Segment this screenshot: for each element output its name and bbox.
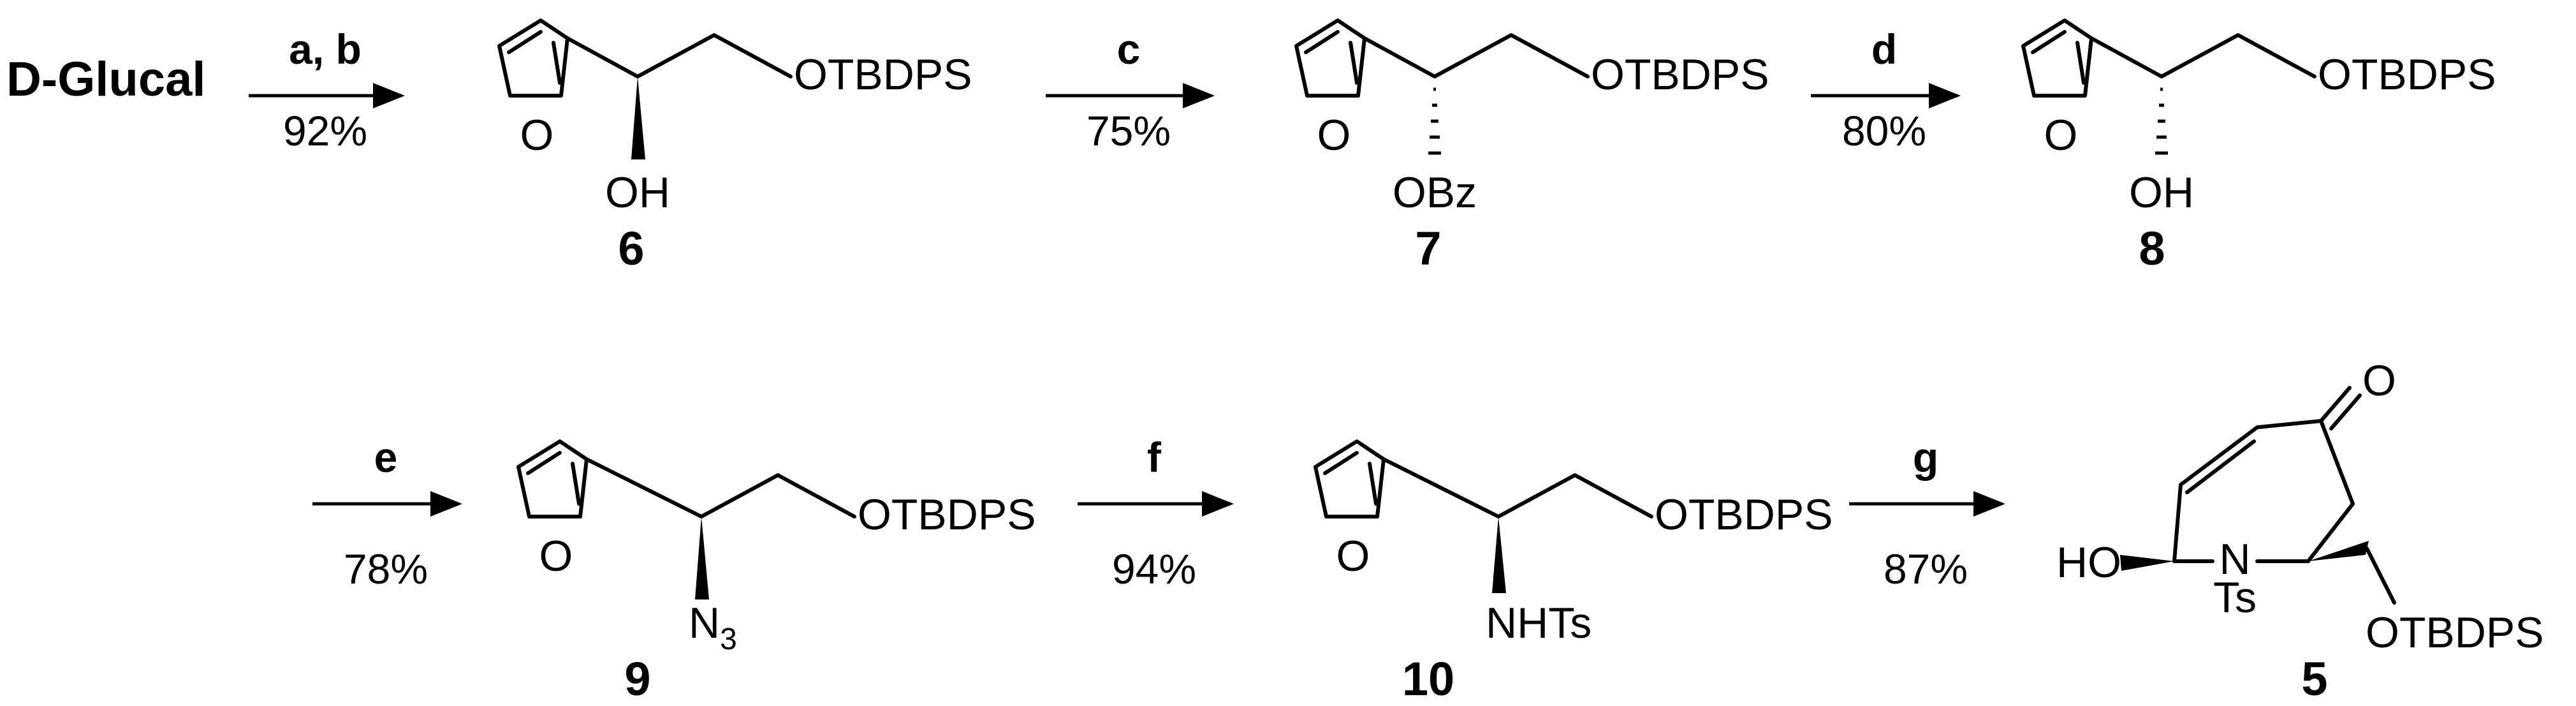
otbdps-group: OTBDPS	[2318, 50, 2496, 99]
azide-group: N3	[689, 599, 737, 656]
step-3-arrow: d 80%	[1811, 26, 1961, 154]
benzoate-group: OBz	[1393, 168, 1477, 217]
step-4-yield: 78%	[344, 545, 428, 592]
furan-oxygen: O	[1317, 111, 1351, 159]
compound-5-label: 5	[2301, 652, 2327, 705]
wedge-bond	[695, 517, 709, 599]
compound-5-structure	[2120, 386, 2396, 605]
hash-bond	[1428, 87, 1441, 155]
furan-oxygen: O	[520, 111, 554, 159]
compound-6-structure	[497, 18, 793, 159]
otbdps-group: OTBDPS	[794, 50, 972, 99]
step-1-reagent: a, b	[289, 26, 362, 73]
step-4-arrow: e 78%	[312, 434, 462, 592]
furan-oxygen: O	[539, 532, 573, 580]
step-5-reagent: f	[1147, 434, 1162, 481]
compound-8-structure	[2021, 18, 2316, 155]
hydroxyl-group: HO	[2056, 538, 2121, 587]
wedge-bond	[1492, 517, 1506, 593]
step-6-yield: 87%	[1884, 545, 1968, 592]
step-4-reagent: e	[374, 434, 398, 481]
compound-9-structure	[516, 439, 856, 599]
tosyl-group: Ts	[2213, 573, 2257, 622]
step-5-yield: 94%	[1112, 545, 1196, 592]
furan-oxygen: O	[1336, 532, 1370, 580]
hydroxyl-group: OH	[2129, 168, 2194, 217]
hash-bond	[2155, 87, 2168, 155]
sulfonamide-group: NHTs	[1486, 599, 1592, 647]
wedge-bond	[2120, 555, 2174, 571]
compound-10-structure	[1314, 439, 1653, 593]
hydroxyl-group: OH	[605, 168, 670, 217]
step-6-reagent: g	[1913, 434, 1938, 481]
ring-nitrogen: N	[2219, 535, 2250, 584]
ketone-oxygen: O	[2362, 357, 2396, 405]
step-3-reagent: d	[1871, 26, 1897, 73]
step-5-arrow: f 94%	[1078, 434, 1234, 592]
otbdps-group: OTBDPS	[2366, 608, 2544, 657]
wedge-bond	[631, 77, 645, 159]
step-6-arrow: g 87%	[1849, 434, 2005, 592]
step-1-arrow: a, b 92%	[249, 26, 405, 154]
step-3-yield: 80%	[1842, 107, 1926, 154]
step-1-yield: 92%	[283, 107, 367, 154]
wedge-bond	[2308, 541, 2369, 561]
compound-10-label: 10	[1402, 652, 1454, 705]
compound-6-label: 6	[618, 222, 644, 275]
otbdps-group: OTBDPS	[858, 490, 1036, 539]
otbdps-group: OTBDPS	[1591, 50, 1769, 99]
compound-9-label: 9	[624, 652, 650, 705]
otbdps-group: OTBDPS	[1655, 490, 1833, 539]
step-2-arrow: c 75%	[1046, 26, 1215, 154]
furan-oxygen: O	[2044, 111, 2078, 159]
compound-7-structure	[1294, 18, 1590, 155]
compound-8-label: 8	[2139, 222, 2165, 275]
step-2-yield: 75%	[1087, 107, 1171, 154]
step-2-reagent: c	[1117, 26, 1141, 73]
compound-7-label: 7	[1415, 222, 1441, 275]
start-material-label: D-Glucal	[6, 52, 206, 107]
